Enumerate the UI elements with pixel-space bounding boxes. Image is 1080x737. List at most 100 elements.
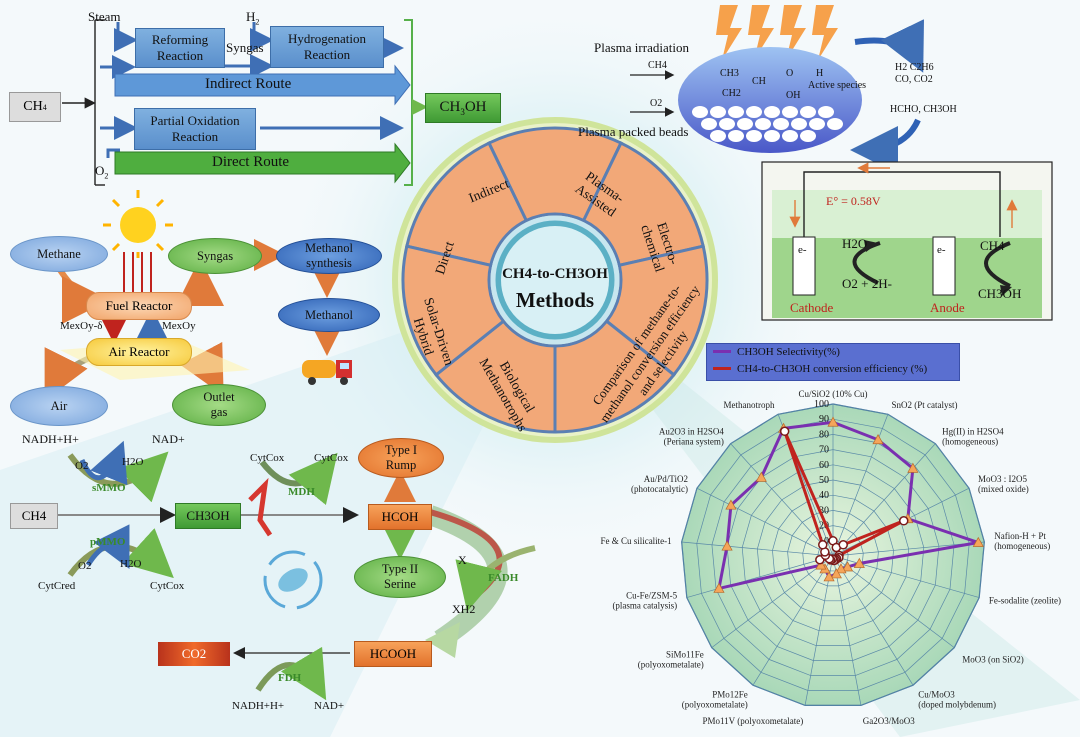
selectivity-point [713,582,725,593]
species-ch3: CH3 [720,68,739,79]
ring-segment [604,244,709,377]
plasma-irradiation-label: Plasma irradiation [594,40,689,55]
selectivity-point [835,563,847,574]
syngas-node: Syngas [168,238,262,274]
plasma-bead [800,130,816,142]
plasma-bead [728,106,744,118]
radar-category-label: MoO3 (on SiO2) [962,655,1024,665]
radar-tick-label: 90 [819,414,829,425]
plasma-bead [719,118,735,130]
plasma-bead [710,106,726,118]
radar-spoke [730,443,834,557]
legend-conversion: CH4-to-CH3OH conversion efficiency (%) [737,363,928,375]
selectivity-point [725,499,737,510]
radar-category-label: Methanotroph [723,400,774,410]
selectivity-point [755,471,767,482]
radar-grid-ring [711,434,955,676]
ch4-electro: CH4 [980,238,1005,253]
radar-category-label: SnO2 (Pt catalyst) [892,400,958,410]
ring-segment [434,319,557,434]
anode-label: Anode [930,300,965,315]
h2o-bio-top: H2O [122,456,144,468]
air-reactor: Air Reactor [86,338,192,366]
lightning-icons [716,5,838,60]
radar-grid-ring [802,525,864,587]
plasma-bead [827,118,843,130]
ring-segment [581,141,705,268]
ring-segment [487,126,623,223]
radar-chart: 0102030405060708090100Cu/SiO2 (10% Cu)Sn… [600,389,1061,726]
selectivity-point [972,536,984,547]
plasma-bead [710,130,726,142]
radar-spoke [832,541,985,557]
hcooh-box: HCOOH [354,641,432,667]
species-o: O [786,68,794,79]
species-h: H [816,68,824,79]
ch4-bio-box: CH4 [10,503,58,529]
meoy-label: MexOy [162,320,196,332]
plasma-bead [701,118,717,130]
methanol-node: Methanol [278,298,380,332]
nadh-2-label: NADH+H+ [232,700,285,712]
conversion-point [899,516,909,526]
xh2-label: XH2 [452,602,476,616]
o2-label: O2 [95,163,109,181]
nadh-label: NADH+H+ [22,432,79,446]
ch3oh-product-box: CH3OH [425,93,501,123]
selectivity-point [823,571,835,582]
radar-tick-label: 80 [819,429,829,440]
selectivity-point [827,416,839,427]
radar-category-label: (homogeneous) [994,541,1050,551]
nad-label: NAD+ [152,432,185,446]
radar-category-label: (polyoxometalate) [638,660,704,670]
ch3oh-electro: CH3OH [978,286,1022,301]
radar-category-label: Ga2O3/MoO3 [863,716,915,726]
fdh-label: FDH [278,672,302,684]
radar-category-label: PMo12Fe [712,690,748,700]
legend-swatch-conversion [713,367,731,370]
nad-2-label: NAD+ [314,700,345,712]
h2-label: H2 [246,9,260,27]
radar-category-label: SiMo11Fe [666,650,704,660]
electron-anode: e- [937,244,946,256]
radar-spoke [711,555,834,648]
radar-grid-ring [741,464,925,646]
o2-2h-label: O2 + 2H- [842,276,892,291]
h2o-bio-bottom: H2O [120,558,142,570]
indirect-route-label: Indirect Route [205,76,292,92]
radar-category-label: Hg(II) in H2SO4 [942,426,1004,436]
radar-tick-label: 20 [819,521,829,532]
radar-category-label: Cu/MoO3 [918,690,955,700]
species-ch2: CH2 [722,88,741,99]
plasma-bead [755,118,771,130]
selectivity-point [853,557,865,568]
radar-tick-label: 30 [819,505,829,516]
cytcox-label: CytCox [150,580,185,592]
plasma-bead [800,106,816,118]
plasma-bead [746,130,762,142]
plasma-bead [782,130,798,142]
radar-category-label: (homogeneous) [942,436,998,446]
air-node: Air [10,386,108,426]
conversion-point [818,540,828,550]
radar-spoke [832,443,936,557]
products-2: HCHO, CH3OH [890,104,957,115]
mdh-label: MDH [288,486,315,498]
o2-bio-top: O2 [75,460,89,472]
plasma-o2: O2 [650,98,663,109]
plasma-bead [782,106,798,118]
center-subtitle: Methods [515,288,595,312]
conversion-point [838,540,848,550]
radar-grid-ring [681,403,985,706]
radar-tick-label: 40 [819,490,829,501]
selectivity-point [815,559,827,570]
radar-spoke [681,541,834,557]
cathode-label: Cathode [790,300,834,315]
plasma-packed-label: Plasma packed beads [578,124,689,139]
cytcox-1: CytCox [250,452,285,464]
radar-tick-label: 100 [814,399,829,410]
